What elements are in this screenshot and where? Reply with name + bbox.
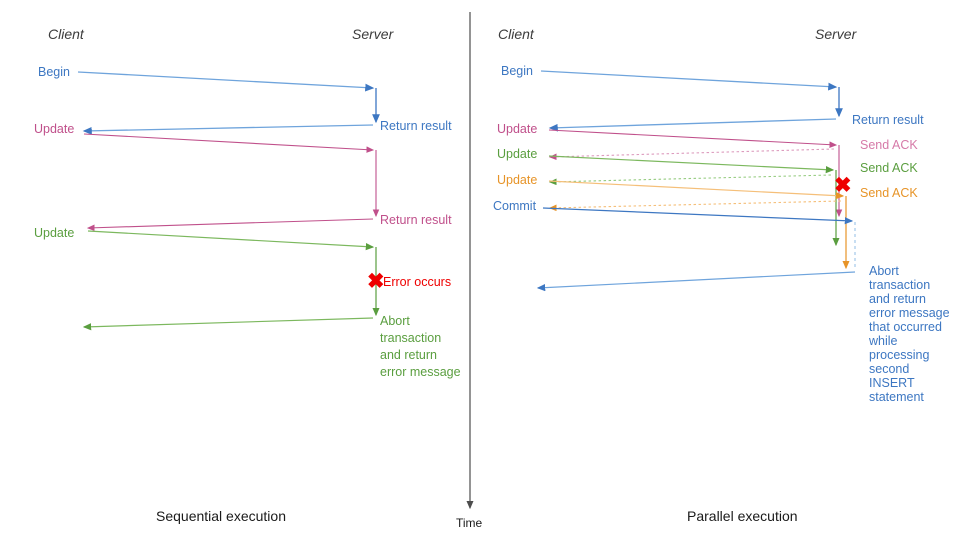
server-message-label-send-ack-3: Send ACK <box>860 186 918 200</box>
client-message-label-begin: Begin <box>38 65 70 79</box>
message-group-update-2: Update ✖ Error occurs Abort transaction … <box>34 226 461 379</box>
abort-left-line-2: transaction <box>380 331 441 345</box>
arrow-begin-response <box>82 124 374 135</box>
arrow-update-1-request <box>83 133 375 153</box>
client-message-label-update-3-parallel: Update <box>497 173 537 187</box>
actor-label-server-parallel: Server <box>815 26 858 42</box>
client-message-label-update-1-parallel: Update <box>497 122 537 136</box>
abort-right-line-10: statement <box>869 390 924 404</box>
client-message-label-update-2-parallel: Update <box>497 147 537 161</box>
server-message-label-abort-right: Abort transaction and return error messa… <box>868 264 950 404</box>
panel-parallel: Client Server Begin Return result Update… <box>493 26 950 524</box>
panel-caption-sequential: Sequential execution <box>156 508 286 524</box>
message-group-update-2-parallel: Update Send ACK <box>497 147 918 247</box>
abort-left-line-1: Abort <box>380 314 410 328</box>
client-message-label-begin-parallel: Begin <box>501 64 533 78</box>
arrow-update-2-request-parallel <box>548 155 835 174</box>
arrow-begin-response-parallel <box>548 118 837 132</box>
arrow-commit-abort-response <box>536 271 856 292</box>
abort-right-line-9: INSERT <box>869 376 915 390</box>
actor-label-client: Client <box>48 26 85 42</box>
abort-right-line-2: transaction <box>869 278 930 292</box>
arrow-update-1-response <box>86 218 374 232</box>
time-axis-label: Time <box>456 516 483 530</box>
server-message-label-send-ack-1: Send ACK <box>860 138 918 152</box>
message-group-begin-parallel: Begin Return result <box>501 64 924 132</box>
server-message-label-return-result-1: Return result <box>380 119 452 133</box>
client-message-label-update-2: Update <box>34 226 74 240</box>
annotation-label-error-occurs: Error occurs <box>383 275 451 289</box>
abort-right-line-5: that occurred <box>869 320 942 334</box>
abort-left-line-3: and return <box>380 348 437 362</box>
actor-label-server: Server <box>352 26 395 42</box>
server-message-label-abort-left: Abort transaction and return error messa… <box>380 314 461 379</box>
arrow-begin-request <box>77 71 375 92</box>
arrow-update-2-ack-parallel <box>548 174 832 186</box>
message-group-update-1-parallel: Update Send ACK <box>497 122 918 218</box>
server-message-label-return-result-2: Return result <box>380 213 452 227</box>
panel-sequential: Client Server Begin Return result Update… <box>34 26 461 524</box>
abort-right-line-4: error message <box>869 306 950 320</box>
arrow-update-3-request-parallel <box>548 180 845 200</box>
message-group-update-1: Update Return result <box>34 122 452 232</box>
client-message-label-update-1: Update <box>34 122 74 136</box>
message-group-begin: Begin Return result <box>38 65 452 135</box>
message-group-commit-parallel: Commit Abort transaction and return erro… <box>493 199 950 404</box>
actor-label-client-parallel: Client <box>498 26 535 42</box>
arrow-update-1-request-parallel <box>548 129 838 148</box>
error-marker-parallel: ✖ <box>834 174 852 197</box>
message-group-update-3-parallel: Update Send ACK <box>497 173 918 270</box>
arrow-begin-request-parallel <box>540 70 838 91</box>
arrow-update-3-ack-parallel <box>548 200 842 212</box>
abort-right-line-3: and return <box>869 292 926 306</box>
server-message-label-return-result-parallel: Return result <box>852 113 924 127</box>
arrow-update-2-response <box>82 317 374 331</box>
arrow-commit-request <box>542 207 854 225</box>
panel-caption-parallel: Parallel execution <box>687 508 798 524</box>
abort-right-line-8: second <box>869 362 909 376</box>
arrow-update-2-request <box>87 230 375 251</box>
abort-right-line-7: processing <box>869 348 929 362</box>
server-message-label-send-ack-2: Send ACK <box>860 161 918 175</box>
error-x-icon-parallel: ✖ <box>834 174 852 197</box>
error-x-icon: ✖ <box>367 270 385 293</box>
abort-left-line-4: error message <box>380 365 461 379</box>
abort-right-line-6: while <box>868 334 898 348</box>
arrow-update-1-ack-parallel <box>548 148 835 161</box>
client-message-label-commit: Commit <box>493 199 537 213</box>
abort-right-line-1: Abort <box>869 264 899 278</box>
